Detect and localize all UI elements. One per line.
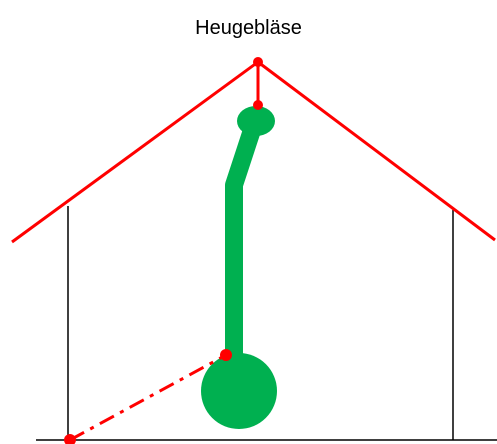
tube-pivot-point bbox=[220, 349, 232, 361]
rod-bottom-point bbox=[253, 100, 263, 110]
blower-tube bbox=[201, 106, 277, 429]
building-walls bbox=[36, 206, 497, 441]
floor-anchor-point bbox=[64, 434, 76, 444]
pivot-points bbox=[64, 57, 263, 444]
roof-apex-point bbox=[253, 57, 263, 67]
roof-right-slope bbox=[257, 60, 496, 242]
roof-left-slope bbox=[11, 60, 259, 244]
tube-outlet bbox=[237, 106, 275, 136]
blower-fan bbox=[201, 353, 277, 429]
dash-dot-guide-line bbox=[69, 353, 227, 442]
roof bbox=[11, 60, 496, 244]
tube-pipe bbox=[225, 118, 264, 362]
diagram-title: Heugebläse bbox=[195, 17, 302, 39]
